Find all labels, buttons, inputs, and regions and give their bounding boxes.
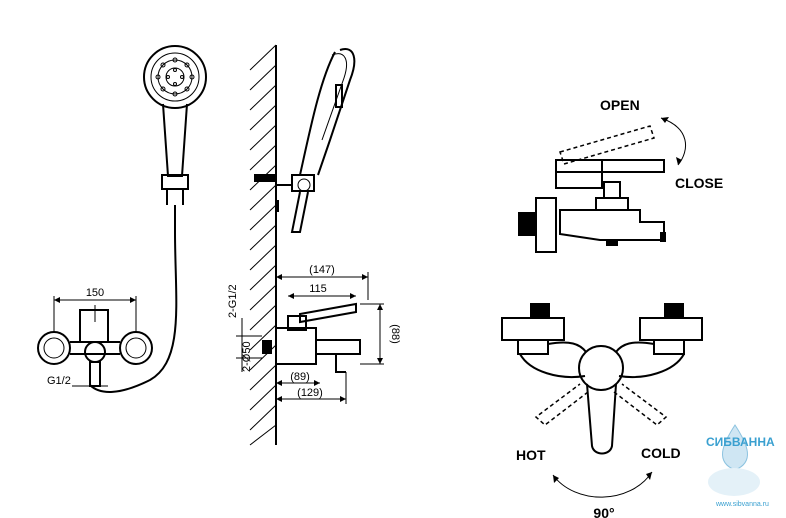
thread-g12-label: G1/2 [47,375,71,387]
hand-shower-front-view [89,45,207,393]
mixer-front-view: 150 G1/2 [37,287,153,387]
dim-129-label: (129) [297,387,323,399]
dim-150-label: 150 [86,287,104,299]
thread-2d50-label: 2-Ø50 [241,341,253,372]
dim-88-label: (88) [389,324,401,344]
watermark-logo: СИБВАННА www.sibvanna.ru [706,424,775,508]
hot-label: HOT [516,447,546,463]
dim-115-label: 115 [309,283,327,295]
wall-section [249,44,277,446]
mixer-front-operation-view: HOT COLD 90° [501,303,703,518]
mixer-side-operation-view: OPEN CLOSE [518,97,723,253]
close-label: CLOSE [675,175,723,191]
watermark-site: www.sibvanna.ru [715,501,769,508]
mixer-side-view-dimensions: (147) 115 (88) (89) (129) 2-G1/2 2-Ø50 [227,264,401,404]
angle-label: 90° [593,505,614,518]
hand-shower-side-view [254,48,356,233]
watermark-brand: СИБВАННА [706,435,775,449]
open-label: OPEN [600,97,640,113]
dim-89-label: (89) [290,371,310,383]
cold-label: COLD [641,445,681,461]
thread-2g12-label: 2-G1/2 [227,284,239,318]
dim-147-label: (147) [309,264,335,276]
